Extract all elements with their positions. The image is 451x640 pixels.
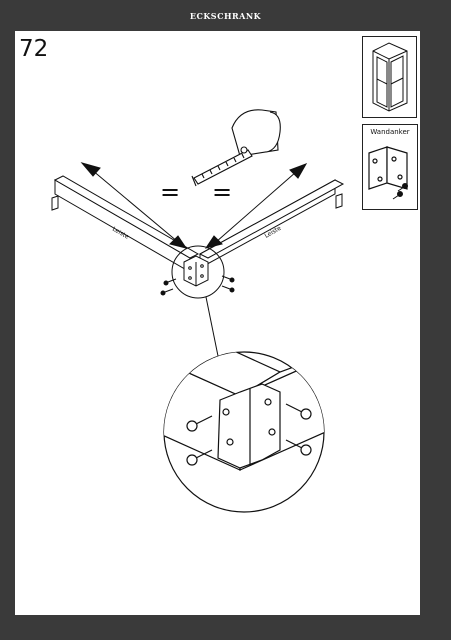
instruction-sheet xyxy=(15,31,420,615)
measure-arrow-left xyxy=(80,162,188,249)
measure-arrow-right xyxy=(204,163,308,249)
tape-measure-icon xyxy=(191,109,281,187)
detail-focus-circle xyxy=(171,245,225,299)
detail-zoom xyxy=(163,351,325,513)
document-title: ECKSCHRANK xyxy=(189,10,262,21)
equal-sign-right: = xyxy=(212,178,232,206)
header-bar: ECKSCHRANK xyxy=(0,0,451,31)
equal-sign-left: = xyxy=(160,178,180,206)
corner-joint xyxy=(183,255,209,287)
corner-cabinet-icon xyxy=(372,42,408,112)
wall-anchor-parts-box: Wandanker xyxy=(362,124,418,210)
wall-anchor-label: Wandanker xyxy=(370,128,410,136)
step-number: 72 xyxy=(19,36,49,62)
wall-anchor-bracket-icon xyxy=(368,146,408,200)
cabinet-thumbnail xyxy=(362,36,417,118)
screw-icon xyxy=(160,275,235,296)
